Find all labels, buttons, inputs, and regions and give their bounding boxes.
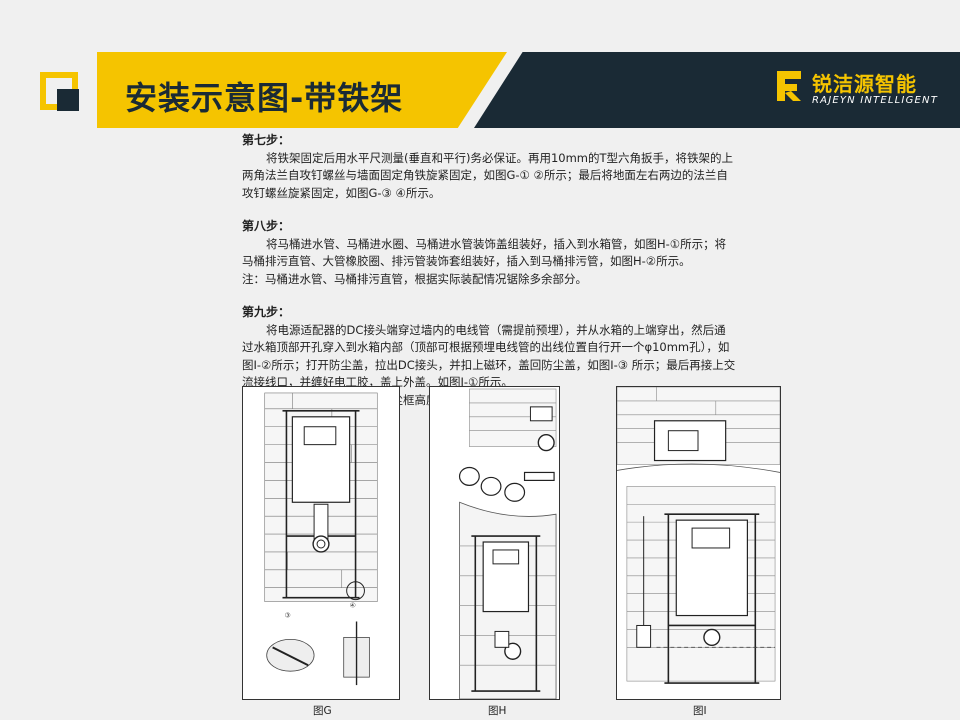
figure-i-caption: 图I bbox=[693, 705, 707, 717]
step-line: 图I-②所示；打开防尘盖，拉出DC接头，并扣上磁环，盖回防尘盖，如图I-③ 所示… bbox=[242, 357, 736, 372]
step-line: 两角法兰自攻钉螺丝与墙面固定角铁旋紧固定，如图G-① ②所示；最后将地面左右两边… bbox=[242, 168, 728, 182]
figure-i-diagram bbox=[616, 386, 781, 700]
brand-name-en: RAJEYN INTELLIGENT bbox=[812, 95, 939, 106]
step-7: 第七步： 将铁架固定后用水平尺测量(垂直和平行)务必保证。再用10mm的T型六角… bbox=[242, 132, 787, 202]
brand-logo-icon bbox=[777, 71, 801, 101]
step-line: 过水箱顶部开孔穿入到水箱内部（顶部可根据预埋电线管的出线位置自行开一个φ10mm… bbox=[242, 340, 730, 354]
step-heading: 第七步： bbox=[242, 133, 291, 147]
step-line: 将铁架固定后用水平尺测量(垂直和平行)务必保证。再用10mm的T型六角扳手，将铁… bbox=[266, 150, 734, 165]
step-line: 将电源适配器的DC接头端穿过墙内的电线管（需提前预埋），并从水箱的上端穿出，然后… bbox=[266, 322, 726, 337]
step-line: 攻钉螺丝旋紧固定，如图G-③ ④所示。 bbox=[242, 185, 441, 200]
logo-band bbox=[474, 52, 960, 128]
brand-name-cn: 锐洁源智能 bbox=[812, 72, 917, 96]
step-line: 流接线口，并缠好电工胶，盖上外盖。如图I-①所示。 bbox=[242, 375, 513, 389]
step-line: 将马桶进水管、马桶进水圈、马桶进水管装饰盖组装好，插入到水箱管，如图H-①所示；… bbox=[266, 236, 727, 251]
page-title: 安装示意图-带铁架 bbox=[125, 79, 404, 117]
figure-h-diagram bbox=[429, 386, 560, 700]
svg-text:③: ③ bbox=[284, 612, 290, 620]
svg-text:④: ④ bbox=[350, 602, 356, 610]
figure-h-caption: 图H bbox=[488, 705, 507, 717]
title-band bbox=[97, 52, 507, 128]
step-note: 注：马桶进水管、马桶排污直管，根据实际装配情况锯除多余部分。 bbox=[242, 271, 587, 286]
figure-g-diagram: ③ ④ bbox=[242, 386, 400, 700]
figure-g-caption: 图G bbox=[313, 705, 332, 717]
step-line: 马桶排污直管、大管橡胶圈、排污管装饰套组装好，插入到马桶排污管，如图H-②所示。 bbox=[242, 254, 691, 268]
step-heading: 第八步： bbox=[242, 219, 291, 233]
decor-square-filled bbox=[57, 89, 79, 111]
instructions: 第七步： 将铁架固定后用水平尺测量(垂直和平行)务必保证。再用10mm的T型六角… bbox=[242, 132, 787, 409]
step-heading: 第九步： bbox=[242, 305, 291, 319]
step-8: 第八步： 将马桶进水管、马桶进水圈、马桶进水管装饰盖组装好，插入到水箱管，如图H… bbox=[242, 218, 787, 288]
